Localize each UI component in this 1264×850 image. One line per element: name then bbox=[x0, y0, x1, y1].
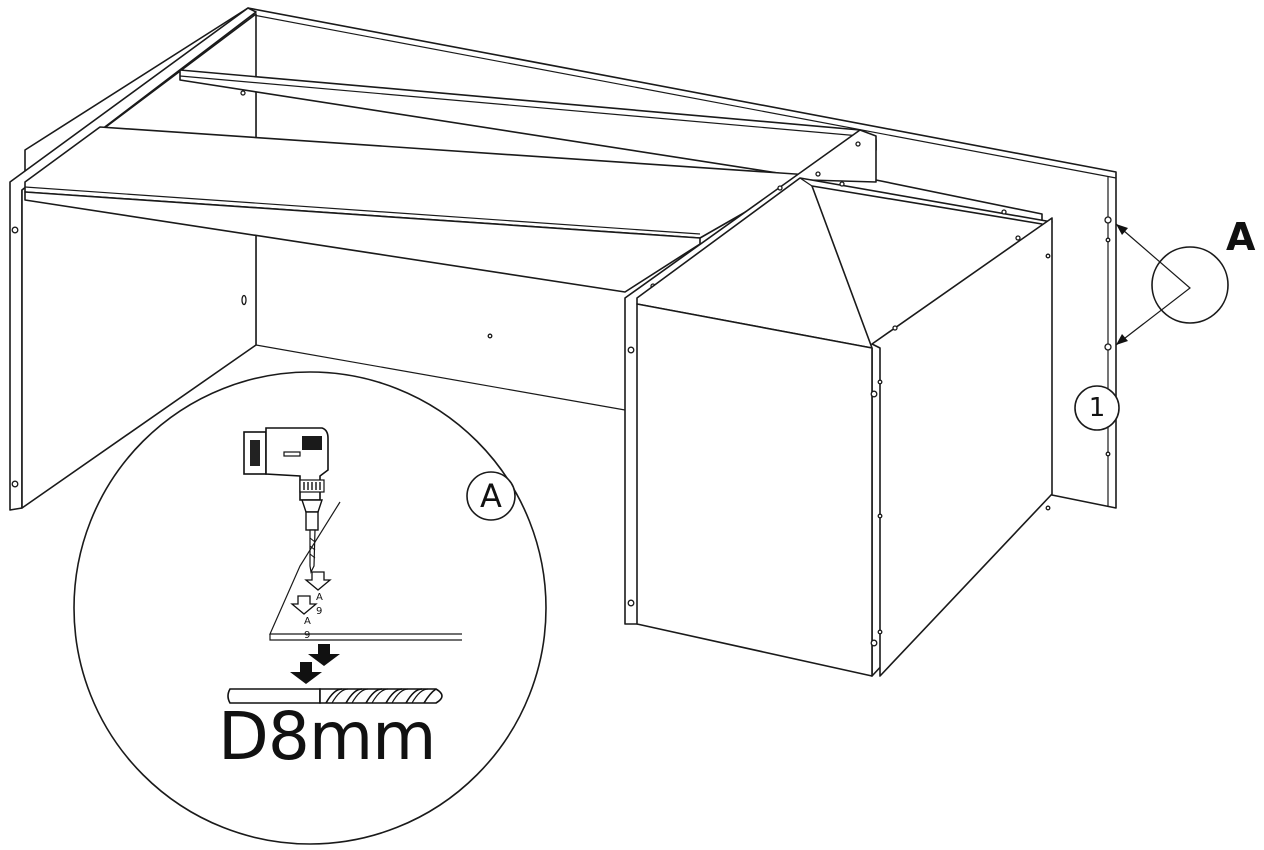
callout-a-circle bbox=[1151, 246, 1229, 324]
drill-bit-icon bbox=[227, 688, 443, 704]
callout-a-leader bbox=[1115, 223, 1229, 346]
down-arrow-icon bbox=[290, 662, 322, 684]
detail-label: A bbox=[480, 477, 502, 515]
callout-label: A bbox=[1226, 215, 1256, 259]
part-number-circle bbox=[1074, 385, 1120, 431]
detail-label-circle bbox=[466, 471, 516, 521]
right-cabinet bbox=[627, 171, 1053, 677]
depth-arrows: A 9 A 9 bbox=[290, 571, 332, 641]
arrow-head-icon bbox=[1116, 334, 1128, 345]
board-edge bbox=[269, 501, 462, 641]
svg-text:9: 9 bbox=[304, 630, 310, 641]
down-arrow-icon bbox=[308, 644, 340, 666]
drill-size-label: D8mm bbox=[218, 698, 436, 775]
detail-zoom: A 9 A 9 bbox=[73, 371, 547, 845]
part-number: 1 bbox=[1088, 393, 1106, 423]
svg-text:A: A bbox=[304, 616, 311, 627]
arrow-head-icon bbox=[1116, 224, 1128, 235]
panel-1-holes bbox=[1104, 216, 1112, 457]
drill-icon bbox=[243, 427, 329, 574]
svg-text:9: 9 bbox=[316, 606, 322, 617]
svg-text:A: A bbox=[316, 592, 323, 603]
bottom-edge bbox=[255, 344, 626, 411]
